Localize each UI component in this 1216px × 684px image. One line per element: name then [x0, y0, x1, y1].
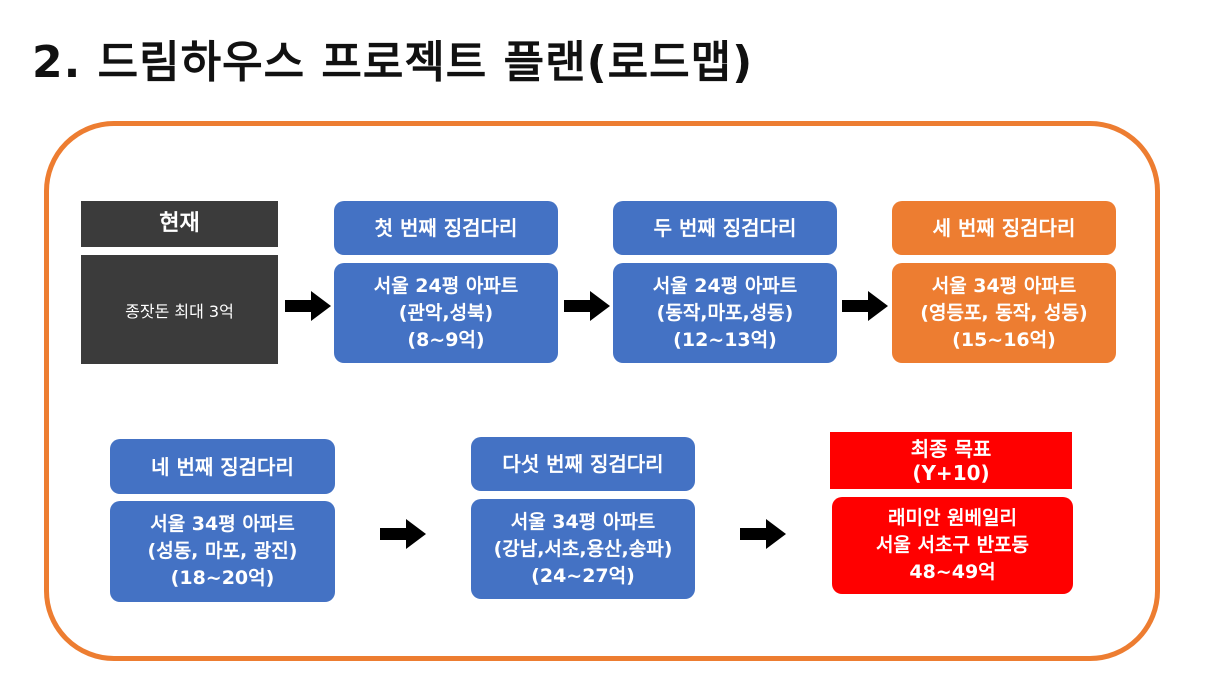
stepping-stone-4-header-label: 네 번째 징검다리	[151, 454, 294, 479]
stepping-stone-5-line-2: (강남,서초,용산,송파)	[493, 537, 673, 560]
final-goal-line-1: 래미안 원베일리	[888, 507, 1017, 529]
stepping-stone-2-line-1: 서울 24평 아파트	[652, 274, 798, 297]
stepping-stone-3-line-1: 서울 34평 아파트	[931, 274, 1077, 297]
right-arrow-icon	[564, 291, 610, 321]
stepping-stone-3-header: 세 번째 징검다리	[892, 201, 1116, 255]
stepping-stone-4-line-2: (성동, 마포, 광진)	[147, 540, 298, 562]
stepping-stone-2-body: 서울 24평 아파트 (동작,마포,성동) (12~13억)	[613, 263, 837, 363]
final-goal-header-line-1: 최종 목표	[910, 436, 992, 461]
stepping-stone-3-body: 서울 34평 아파트 (영등포, 동작, 성동) (15~16억)	[892, 263, 1116, 363]
right-arrow-icon	[380, 519, 426, 549]
stepping-stone-1-line-3: (8~9억)	[407, 328, 485, 351]
stepping-stone-2-header-label: 두 번째 징검다리	[653, 216, 797, 240]
stepping-stone-5-header-label: 다섯 번째 징검다리	[502, 452, 664, 476]
stepping-stone-1-header: 첫 번째 징검다리	[334, 201, 558, 255]
final-goal-header: 최종 목표 (Y+10)	[830, 432, 1072, 489]
stepping-stone-5-line-1: 서울 34평 아파트	[510, 510, 656, 533]
stepping-stone-5-body: 서울 34평 아파트 (강남,서초,용산,송파) (24~27억)	[471, 499, 695, 599]
current-header: 현재	[81, 201, 278, 247]
final-goal-body: 래미안 원베일리 서울 서초구 반포동 48~49억	[832, 497, 1073, 594]
stepping-stone-2-line-2: (동작,마포,성동)	[656, 301, 794, 324]
page-title: 2. 드림하우스 프로젝트 플랜(로드맵)	[32, 37, 754, 88]
right-arrow-icon	[740, 519, 786, 549]
stepping-stone-1-line-2: (관악,성북)	[398, 301, 494, 324]
stepping-stone-5-line-3: (24~27억)	[531, 564, 635, 587]
current-body: 종잣돈 최대 3억	[81, 255, 278, 364]
final-goal-line-2: 서울 서초구 반포동	[875, 534, 1030, 556]
stepping-stone-2-header: 두 번째 징검다리	[613, 201, 837, 255]
stepping-stone-4-body: 서울 34평 아파트 (성동, 마포, 광진) (18~20억)	[110, 501, 335, 602]
stepping-stone-2-line-3: (12~13억)	[673, 328, 777, 351]
stepping-stone-1-line-1: 서울 24평 아파트	[373, 274, 519, 297]
stepping-stone-4-line-3: (18~20억)	[170, 567, 275, 589]
roadmap-frame	[44, 121, 1160, 661]
final-goal-line-3: 48~49억	[909, 561, 996, 583]
stepping-stone-1-header-label: 첫 번째 징검다리	[374, 216, 518, 240]
right-arrow-icon	[842, 291, 888, 321]
current-body-label: 종잣돈 최대 3억	[125, 301, 234, 321]
stepping-stone-3-line-3: (15~16억)	[952, 328, 1056, 351]
final-goal-header-line-2: (Y+10)	[912, 460, 990, 485]
stepping-stone-3-header-label: 세 번째 징검다리	[932, 216, 1076, 240]
stepping-stone-1-body: 서울 24평 아파트 (관악,성북) (8~9억)	[334, 263, 558, 363]
stepping-stone-3-line-2: (영등포, 동작, 성동)	[920, 301, 1088, 324]
stepping-stone-4-line-1: 서울 34평 아파트	[150, 513, 295, 535]
stepping-stone-4-header: 네 번째 징검다리	[110, 439, 335, 494]
right-arrow-icon	[285, 291, 331, 321]
stepping-stone-5-header: 다섯 번째 징검다리	[471, 437, 695, 491]
current-header-label: 현재	[159, 211, 200, 236]
